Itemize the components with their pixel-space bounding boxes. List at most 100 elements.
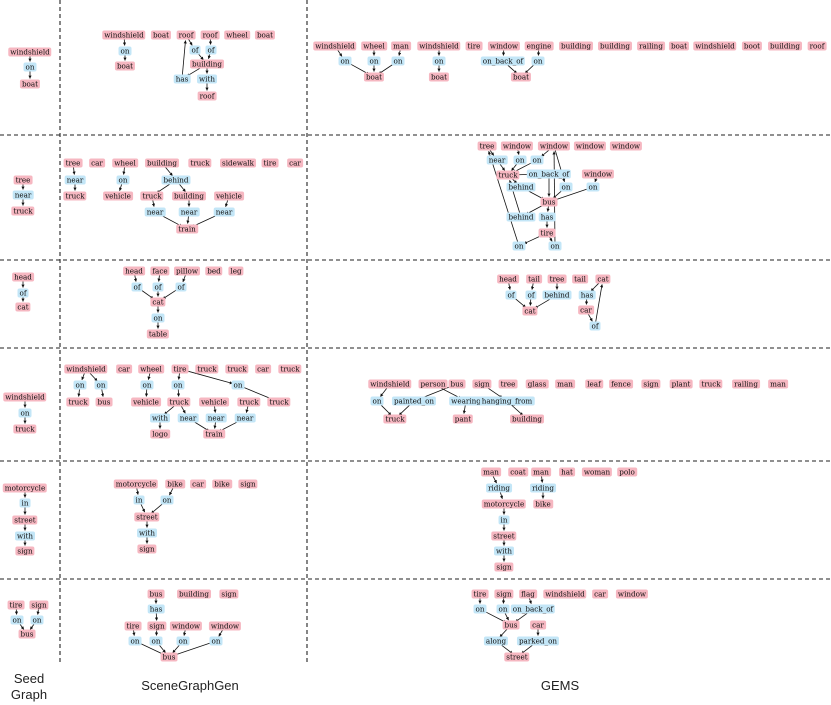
relation-node: on	[151, 313, 165, 323]
relation-node: has	[578, 290, 596, 300]
edge-arrow	[150, 502, 164, 514]
edge-arrow	[182, 275, 186, 283]
edge-arrow	[499, 492, 504, 500]
seed-graph-column-label: Seed Graph	[10, 671, 48, 702]
edge-arrow	[172, 644, 181, 654]
relation-node: near	[486, 155, 508, 165]
relation-node: behind	[161, 175, 191, 185]
object-node: car	[116, 364, 132, 374]
edge-arrow	[590, 281, 601, 292]
relation-node: on	[171, 380, 185, 390]
edge-arrow	[510, 403, 524, 416]
object-node: woman	[581, 467, 613, 477]
edge-arrow	[398, 403, 412, 416]
edge-arrow	[546, 206, 550, 212]
relation-node: on	[149, 636, 163, 646]
relation-node: near	[64, 175, 86, 185]
object-node: face	[150, 266, 170, 276]
edge-arrow	[506, 63, 518, 74]
object-node: man	[531, 467, 551, 477]
relation-node: parked_on	[516, 636, 560, 646]
edge-arrow	[594, 178, 598, 183]
object-node: window	[208, 621, 242, 631]
relation-node: with	[197, 74, 217, 84]
edge-arrow	[162, 289, 178, 300]
object-node: tail	[572, 274, 588, 284]
object-node: train	[203, 429, 225, 439]
object-node: building	[172, 191, 206, 201]
object-node: truck	[278, 364, 302, 374]
object-node: roof	[807, 41, 827, 51]
object-node: truck	[383, 414, 407, 424]
relation-node: on	[116, 175, 130, 185]
relation-node: of	[205, 45, 217, 55]
object-node: sign	[15, 546, 35, 556]
relation-node: along	[483, 636, 509, 646]
object-node: bed	[205, 266, 223, 276]
edge-arrow	[182, 40, 187, 75]
relation-node: on	[231, 380, 245, 390]
object-node: wheel	[138, 364, 164, 374]
edge-arrow	[147, 373, 151, 380]
object-node: tree	[498, 379, 518, 389]
relation-node: in	[19, 498, 31, 508]
edge-arrow	[100, 389, 105, 397]
object-node: boat	[150, 30, 172, 40]
object-node: car	[287, 158, 303, 168]
object-node: railing	[732, 379, 760, 389]
edge-arrow	[549, 236, 553, 242]
edge-arrow	[140, 289, 154, 300]
relation-node: has	[538, 212, 556, 222]
relation-node: of	[505, 290, 517, 300]
relation-node: hanging_from	[479, 396, 535, 406]
relation-node: on	[23, 62, 37, 72]
object-node: window	[609, 141, 643, 151]
relation-node: behind	[506, 182, 536, 192]
object-node: window	[537, 141, 571, 151]
edge-arrow	[77, 389, 81, 397]
relation-node: near	[178, 207, 200, 217]
edge-arrow	[158, 644, 166, 653]
object-node: tree	[13, 175, 33, 185]
object-node: truck	[195, 364, 219, 374]
object-node: building	[145, 158, 179, 168]
edge-arrow	[184, 369, 233, 385]
edge-arrow	[138, 642, 165, 656]
edge-arrow	[489, 149, 495, 156]
object-node: tire	[261, 158, 279, 168]
object-node: roof	[200, 30, 220, 40]
edge-arrow	[507, 283, 512, 290]
object-node: head	[123, 266, 145, 276]
object-node: logo	[150, 429, 170, 439]
edge-arrow	[19, 623, 25, 630]
object-node: windshield	[3, 392, 47, 402]
object-node: building	[598, 41, 632, 51]
object-node: cat	[150, 297, 166, 307]
object-node: leg	[228, 266, 244, 276]
relation-node: near	[205, 413, 227, 423]
object-node: sidewalk	[220, 158, 256, 168]
object-node: sign	[29, 600, 49, 610]
object-node: bus	[540, 197, 558, 207]
relation-node: of	[131, 282, 143, 292]
edge-arrow	[157, 275, 161, 282]
object-node: window	[573, 141, 607, 151]
relation-node: near	[213, 207, 235, 217]
relation-node: of	[189, 45, 201, 55]
object-node: sign	[494, 562, 514, 572]
edge-arrow	[207, 54, 211, 59]
edge-arrow	[499, 163, 506, 171]
object-node: bike	[212, 479, 232, 489]
relation-node: on	[338, 56, 352, 66]
relation-node: near	[12, 190, 34, 200]
edge-arrow	[224, 200, 229, 208]
relation-node: on	[128, 636, 142, 646]
object-node: truck	[699, 379, 723, 389]
object-node: sign	[641, 379, 661, 389]
relation-node: painted_on	[391, 396, 437, 406]
relation-node: of	[152, 282, 164, 292]
object-node: street	[134, 512, 160, 522]
edge-arrow	[540, 476, 544, 483]
object-node: boat	[428, 72, 450, 82]
object-node: window	[487, 41, 521, 51]
